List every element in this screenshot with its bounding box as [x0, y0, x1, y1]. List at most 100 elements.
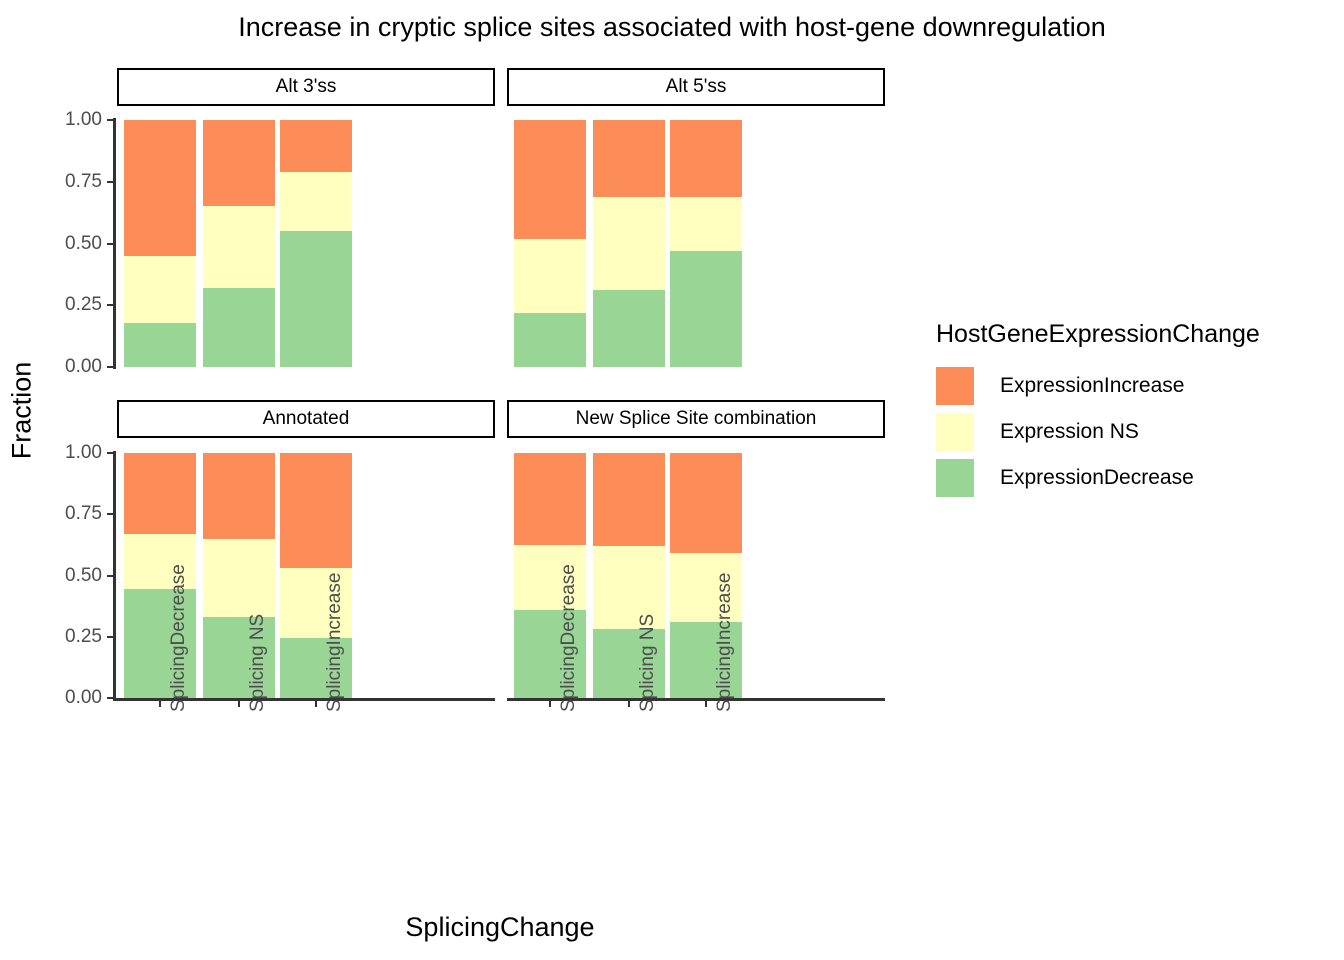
bar-segment[interactable]	[124, 322, 196, 367]
bar-segment[interactable]	[514, 609, 586, 698]
bar-segment[interactable]	[203, 453, 275, 539]
facet-panel	[117, 120, 495, 367]
stacked-bar[interactable]	[203, 120, 275, 367]
y-tick-label: 0.00	[65, 687, 102, 708]
facet-strip-label: New Splice Site combination	[575, 408, 817, 429]
x-tick-mark	[315, 701, 317, 707]
y-tick-mark	[107, 242, 113, 245]
y-tick-mark	[107, 304, 113, 307]
legend-swatch-icon	[936, 413, 974, 451]
x-tick-label: Splicing NS	[637, 613, 658, 712]
x-tick-mark	[705, 701, 707, 707]
stacked-bar[interactable]	[124, 120, 196, 367]
y-tick-label: 0.50	[65, 564, 102, 586]
y-tick-mark	[107, 180, 113, 183]
y-tick-mark	[107, 119, 113, 121]
bar-segment[interactable]	[203, 617, 275, 698]
stacked-bar[interactable]	[280, 120, 352, 367]
facet-strip: New Splice Site combination	[507, 400, 885, 438]
bar-segment[interactable]	[203, 538, 275, 618]
x-tick-mark	[238, 701, 240, 707]
legend-item-label: Expression NS	[1000, 420, 1139, 443]
x-tick-mark	[628, 701, 630, 707]
bar-segment[interactable]	[593, 290, 665, 367]
stacked-bar[interactable]	[124, 453, 196, 698]
legend-item-label: ExpressionIncrease	[1000, 374, 1185, 397]
bar-segment[interactable]	[203, 120, 275, 207]
bar-segment[interactable]	[514, 453, 586, 545]
y-tick-mark	[107, 452, 113, 454]
bar-segment[interactable]	[203, 206, 275, 288]
stacked-bar[interactable]	[593, 453, 665, 698]
bar-segment[interactable]	[514, 312, 586, 367]
bar-segment[interactable]	[280, 568, 352, 638]
bar-segment[interactable]	[670, 250, 742, 367]
x-tick-label: SplicingDecrease	[558, 564, 579, 712]
stacked-bar[interactable]	[514, 453, 586, 698]
bar-segment[interactable]	[670, 196, 742, 251]
stacked-bar[interactable]	[670, 453, 742, 698]
bar-segment[interactable]	[514, 238, 586, 313]
x-axis-line	[507, 698, 885, 701]
x-tick-mark	[159, 701, 161, 707]
bar-segment[interactable]	[670, 553, 742, 623]
bar-segment[interactable]	[280, 637, 352, 698]
bar-segment[interactable]	[670, 622, 742, 698]
bar-segment[interactable]	[124, 453, 196, 534]
page-title: Increase in cryptic splice sites associa…	[238, 12, 1106, 42]
legend-swatch-icon	[936, 459, 974, 497]
bar-segment[interactable]	[514, 544, 586, 610]
x-tick-label: SplicingIncrease	[714, 572, 735, 712]
facet-strip: Alt 5'ss	[507, 68, 885, 106]
bar-segment[interactable]	[593, 629, 665, 698]
bar-segment[interactable]	[670, 120, 742, 197]
y-tick-label: 0.25	[65, 294, 102, 316]
stacked-bar[interactable]	[203, 453, 275, 698]
bar-segment[interactable]	[593, 196, 665, 291]
y-tick-mark	[107, 366, 113, 368]
bar-segment[interactable]	[124, 255, 196, 323]
legend-item[interactable]: Expression NS	[936, 409, 1260, 455]
bar-segment[interactable]	[593, 453, 665, 547]
x-tick-label: Splicing NS	[247, 613, 268, 712]
facet-strip-label: Annotated	[262, 408, 350, 429]
bar-segment[interactable]	[593, 120, 665, 197]
facet-strip-label: Alt 5'ss	[665, 76, 727, 97]
bar-segment[interactable]	[593, 546, 665, 630]
legend-item[interactable]: ExpressionIncrease	[936, 363, 1260, 409]
y-tick-label: 0.00	[65, 356, 102, 377]
y-tick-mark	[107, 513, 113, 516]
y-tick-label: 1.00	[65, 109, 102, 130]
x-tick-label: SplicingIncrease	[324, 572, 345, 712]
y-tick-label: 0.75	[65, 503, 102, 525]
x-tick-mark	[549, 701, 551, 707]
y-axis-line	[113, 118, 116, 369]
facet-strip-label: Alt 3'ss	[275, 76, 337, 97]
y-tick-mark	[107, 697, 113, 699]
bar-segment[interactable]	[203, 287, 275, 367]
bar-segment[interactable]	[124, 533, 196, 589]
stacked-bar[interactable]	[514, 120, 586, 367]
y-tick-mark	[107, 635, 113, 638]
bar-segment[interactable]	[280, 453, 352, 569]
facet-panel	[507, 120, 885, 367]
y-tick-label: 0.75	[65, 170, 102, 192]
bar-segment[interactable]	[514, 120, 586, 239]
bar-segment[interactable]	[280, 231, 352, 367]
legend: HostGeneExpressionChange ExpressionIncre…	[936, 320, 1260, 501]
x-axis-line	[113, 698, 495, 701]
stacked-bar[interactable]	[593, 120, 665, 367]
bar-segment[interactable]	[124, 588, 196, 698]
stacked-bar[interactable]	[670, 120, 742, 367]
x-axis-title: SplicingChange	[405, 912, 595, 942]
facet-strip: Alt 3'ss	[117, 68, 495, 106]
stacked-bar[interactable]	[280, 453, 352, 698]
facet-strip: Annotated	[117, 400, 495, 438]
bar-segment[interactable]	[124, 120, 196, 256]
y-axis-line	[113, 451, 116, 700]
bar-segment[interactable]	[280, 171, 352, 232]
bar-segment[interactable]	[280, 120, 352, 172]
legend-item[interactable]: ExpressionDecrease	[936, 455, 1260, 501]
bar-segment[interactable]	[670, 453, 742, 554]
